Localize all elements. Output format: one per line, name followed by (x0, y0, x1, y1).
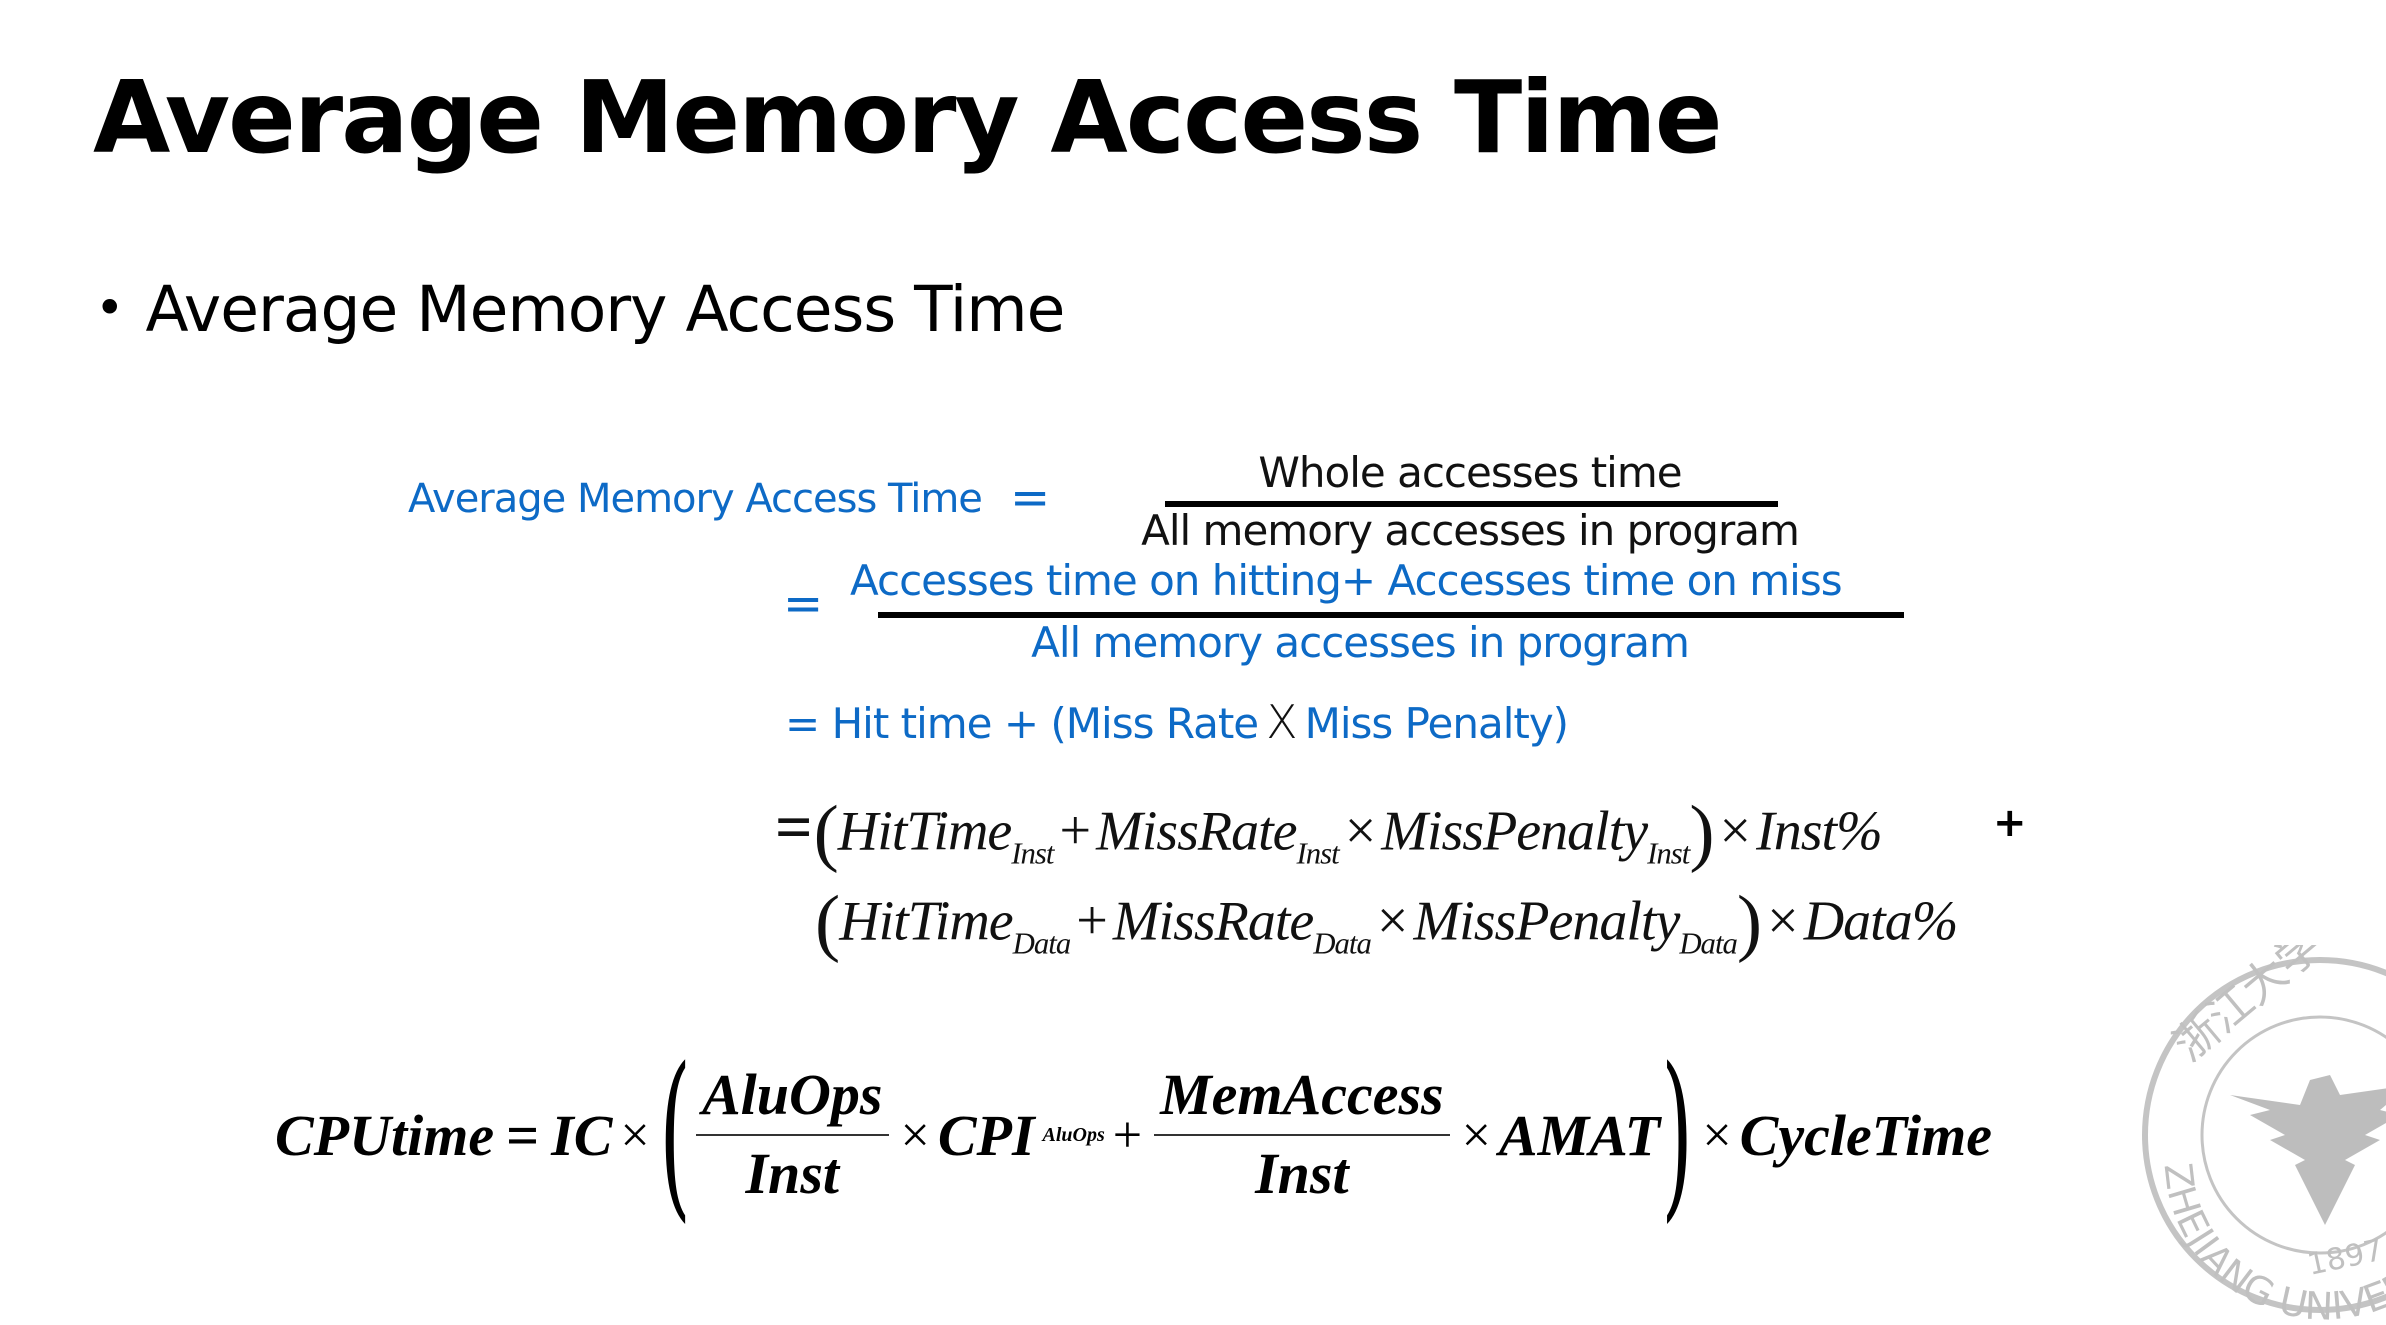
amat-term: AMAT (1498, 1102, 1661, 1168)
equals-sign: = (783, 576, 824, 632)
aluops-fraction: AluOps Inst (695, 1062, 889, 1206)
bullet-icon: • (95, 279, 124, 337)
times-sign: × (1702, 1106, 1732, 1164)
times-sign: × (1767, 890, 1799, 953)
plus-sign: + (1112, 1106, 1143, 1164)
data-term-formula: (HitTimeData+MissRateData×MissPenaltyDat… (815, 880, 1959, 966)
fraction-bar (695, 1134, 889, 1136)
fraction-denominator: Inst (1255, 1141, 1349, 1206)
times-sign: × (1461, 1106, 1491, 1164)
times-sign: × (1719, 800, 1752, 863)
fraction2-numerator: Accesses time on hitting+ Accesses time … (850, 556, 1843, 605)
subscript: Inst (1296, 836, 1339, 871)
open-paren: ( (813, 791, 839, 874)
subscript: Data (1313, 926, 1372, 961)
close-paren: ) (1689, 791, 1714, 874)
term: HitTime (839, 890, 1013, 953)
fraction-denominator: Inst (745, 1141, 839, 1206)
term: MissRate (1112, 890, 1314, 953)
plus-sign: + (1059, 800, 1091, 863)
times-sign: × (1376, 890, 1409, 953)
close-paren: ) (1661, 1030, 1694, 1239)
subscript: Inst (1011, 836, 1054, 871)
fraction2-denominator: All memory accesses in program (1031, 618, 1690, 667)
fraction-numerator: AluOps (701, 1062, 883, 1128)
cpu-time-term: CPUtime (275, 1102, 495, 1168)
formula-part: Miss Penalty) (1304, 699, 1569, 748)
open-paren: ( (659, 1030, 691, 1239)
formula-part: Hit time + (Miss Rate (831, 699, 1260, 748)
times-sign: X (1266, 695, 1298, 749)
equals-sign: = (775, 791, 813, 865)
logo-char: 浙江大学 (2164, 945, 2332, 1071)
inst-term-formula: =(HitTimeInst+MissRateInst×MissPenaltyIn… (775, 790, 1883, 876)
term: MissRate (1096, 800, 1297, 863)
term: MissPenalty (1381, 800, 1648, 863)
ic-term: IC (551, 1102, 613, 1168)
fraction1-denominator: All memory accesses in program (1141, 506, 1800, 555)
times-sign: × (1344, 800, 1377, 863)
term: MissPenalty (1413, 890, 1680, 953)
fraction1-bar (1165, 501, 1778, 507)
times-sign: × (620, 1106, 650, 1164)
plus-sign: + (1993, 800, 2027, 846)
eagle-emblem-icon (2230, 1075, 2386, 1225)
slide-title: Average Memory Access Time (93, 59, 1723, 176)
plus-sign: + (1076, 890, 1108, 953)
subscript: Data (1012, 926, 1072, 961)
bullet-text: Average Memory Access Time (145, 273, 1066, 346)
subscript: Inst (1647, 836, 1690, 871)
weight: Data% (1803, 890, 1959, 953)
fraction-bar (1154, 1134, 1450, 1136)
fraction1-numerator: Whole accesses time (1258, 448, 1682, 497)
term: HitTime (837, 800, 1012, 863)
amat-label: Average Memory Access Time (408, 476, 983, 522)
open-paren: ( (815, 881, 840, 964)
subscript: AluOps (1042, 1123, 1105, 1146)
equals-sign: = (785, 699, 820, 748)
bullet-item: • Average Memory Access Time (95, 272, 1066, 348)
fraction-numerator: MemAccess (1160, 1062, 1444, 1128)
equals-sign: = (1010, 470, 1051, 526)
fraction2-bar (878, 612, 1904, 618)
subscript: Data (1679, 926, 1738, 961)
cycle-time-term: CycleTime (1739, 1102, 1992, 1168)
university-logo: 浙江大学 1897 ZHEJIANG UNIVERSITY (2130, 945, 2386, 1325)
weight: Inst% (1756, 800, 1883, 863)
equals-sign: = (506, 1102, 540, 1168)
close-paren: ) (1736, 881, 1762, 964)
times-sign: × (900, 1106, 930, 1164)
cpi-term: CPI (937, 1102, 1035, 1168)
memaccess-fraction: MemAccess Inst (1154, 1062, 1450, 1206)
logo-inner-ring (2200, 1015, 2386, 1255)
